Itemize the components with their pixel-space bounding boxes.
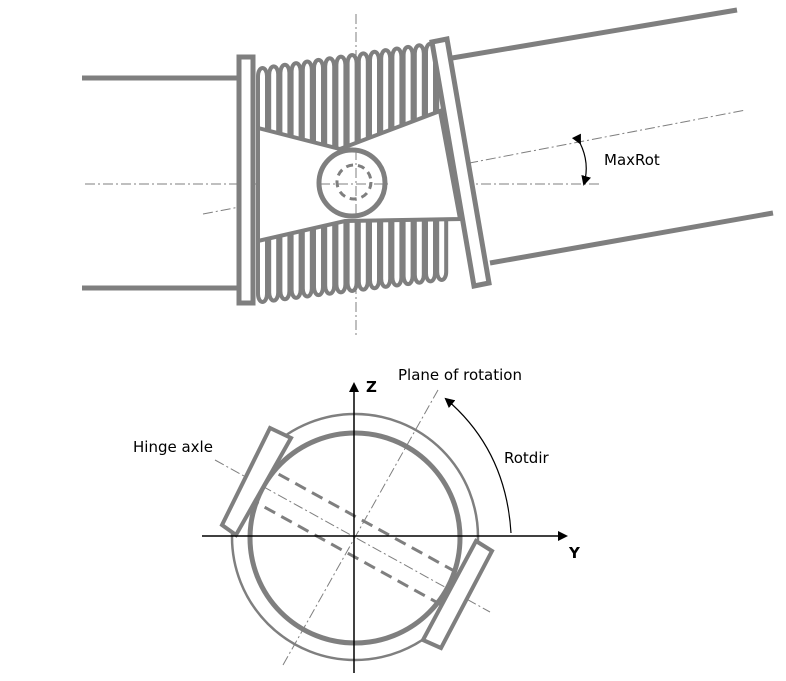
right-flange: [429, 36, 492, 289]
outer-ring: [230, 412, 480, 662]
hinge-pin-hidden: [335, 163, 373, 201]
max-rot-label: MaxRot: [604, 151, 660, 169]
max-rot-annotation: MaxRot: [571, 133, 660, 186]
left-flange: [236, 54, 256, 306]
right-hinge-plate: [420, 538, 495, 651]
y-axis-label: Y: [568, 544, 581, 562]
hinge-axle-label: Hinge axle: [133, 438, 213, 456]
section-view: Z Y Plane of rotation Hinge axle Rotdir: [133, 366, 581, 673]
inner-pipe: [247, 430, 463, 646]
side-view: [82, 7, 774, 336]
left-pipe: [82, 75, 240, 291]
rotdir-arrow: [444, 397, 512, 534]
plane-of-rotation-label: Plane of rotation: [398, 366, 522, 384]
left-hinge-plate: [219, 425, 294, 538]
plane-of-rotation-line: [282, 389, 439, 666]
right-pipe: [451, 7, 774, 266]
rotdir-label: Rotdir: [504, 449, 549, 467]
z-axis-label: Z: [366, 378, 377, 396]
hinge-pin-hidden-lines: [247, 463, 468, 610]
hinge-pin: [316, 147, 388, 219]
